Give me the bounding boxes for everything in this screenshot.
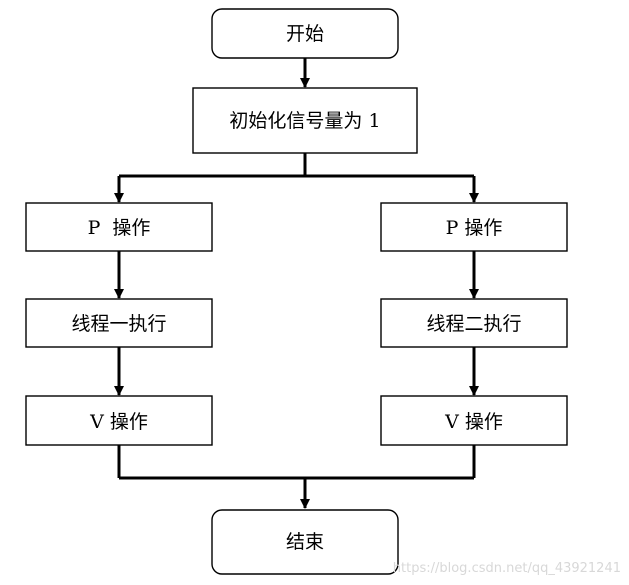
right-p-operation-node: P 操作 bbox=[380, 202, 568, 252]
right-v-operation-node: V 操作 bbox=[380, 395, 568, 446]
merge-connector bbox=[117, 445, 476, 480]
left-v-operation-node: V 操作 bbox=[25, 395, 213, 446]
right-v-label: V 操作 bbox=[444, 411, 503, 433]
init-semaphore-node: 初始化信号量为 1 bbox=[192, 87, 418, 154]
thread-two-exec-node: 线程二执行 bbox=[380, 298, 568, 348]
start-node: 开始 bbox=[211, 8, 399, 59]
thread-one-exec-node: 线程一执行 bbox=[25, 298, 213, 348]
start-label: 开始 bbox=[286, 23, 324, 45]
left-v-label: V 操作 bbox=[89, 411, 148, 433]
split-connector bbox=[119, 153, 474, 178]
left-p-label: P 操作 bbox=[88, 217, 151, 239]
watermark-text: https://blog.csdn.net/qq_43921241 bbox=[393, 561, 621, 576]
thread-two-label: 线程二执行 bbox=[426, 313, 521, 335]
init-label: 初始化信号量为 1 bbox=[229, 110, 380, 132]
thread-one-label: 线程一执行 bbox=[71, 313, 166, 335]
end-label: 结束 bbox=[286, 531, 324, 553]
right-p-label: P 操作 bbox=[446, 217, 503, 239]
end-node: 结束 bbox=[211, 509, 399, 575]
left-p-operation-node: P 操作 bbox=[25, 202, 213, 252]
